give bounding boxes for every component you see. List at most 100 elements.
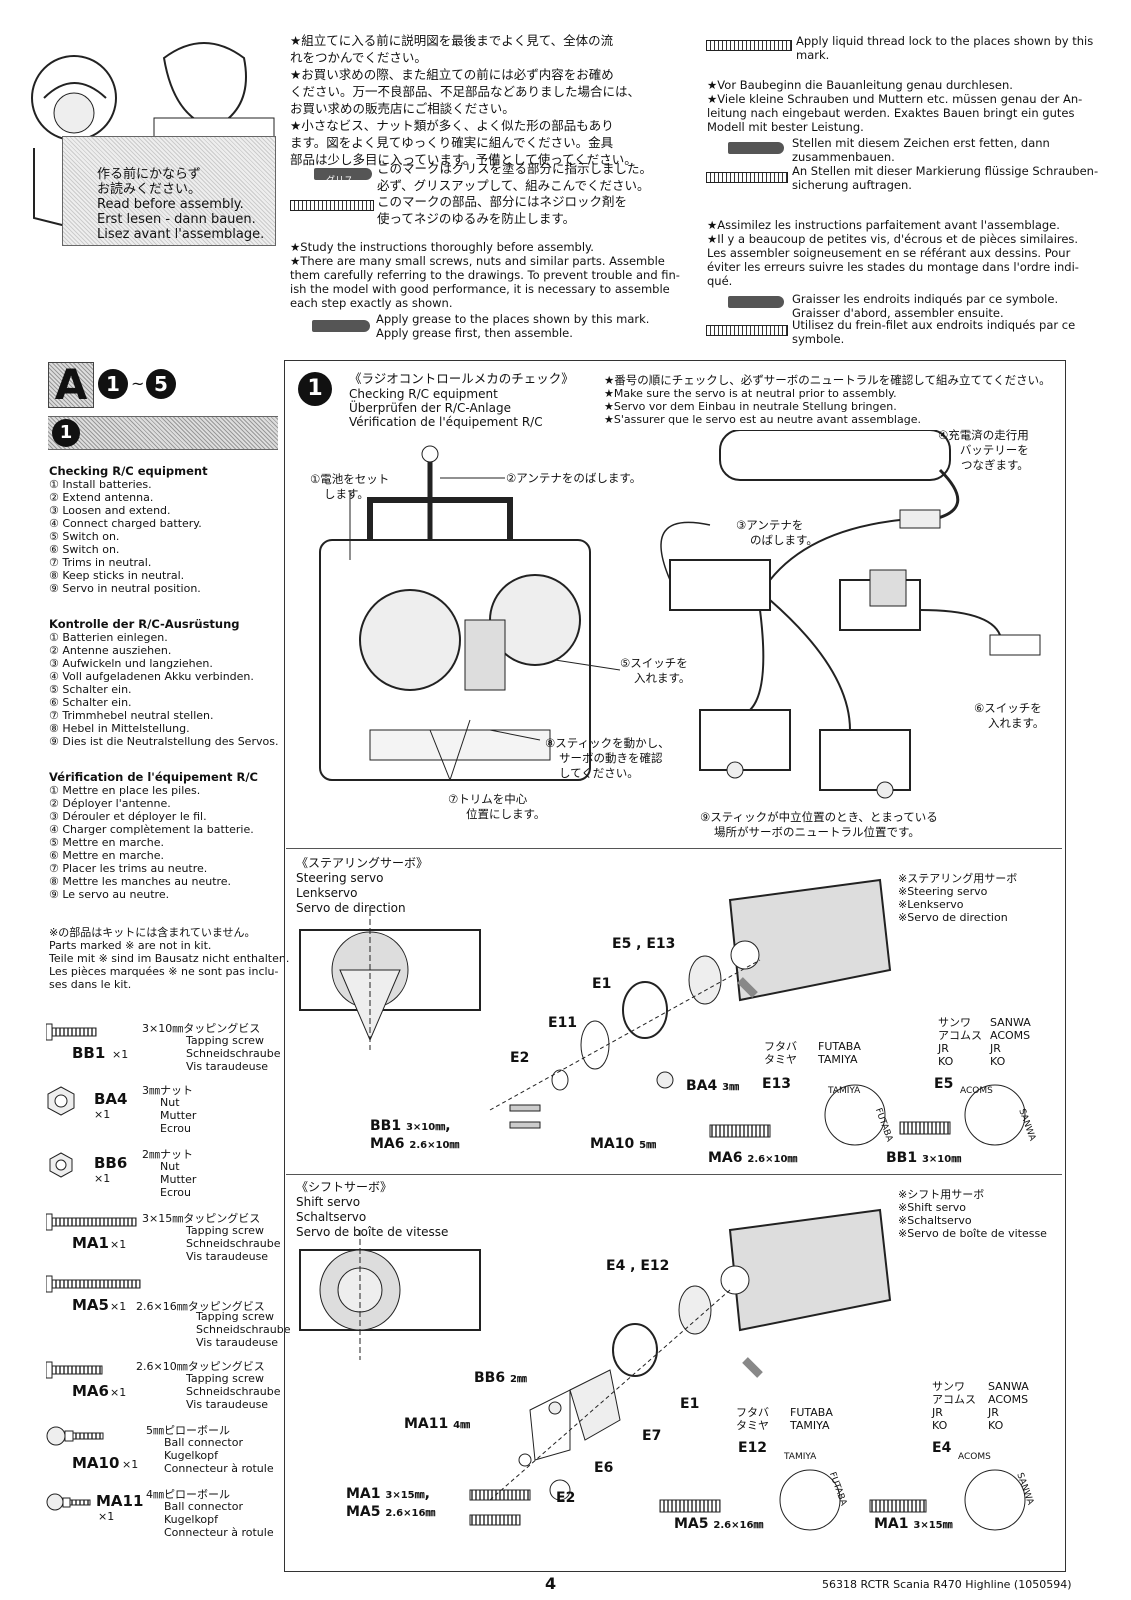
sign-line: Read before assembly. <box>97 197 244 212</box>
steering-servo-diagram <box>299 878 1026 1146</box>
servo-body-drawing <box>728 878 892 1002</box>
list-item: ⑨ Dies ist die Neutralstellung des Servo… <box>49 735 279 748</box>
part-name: Tapping screw <box>196 1310 274 1323</box>
tapping-screw-icon <box>46 1361 103 1379</box>
text-line: éviter les erreurs suivre les stades du … <box>707 260 1079 274</box>
label-e5-e13: E5 , E13 <box>612 936 676 952</box>
list-item: ④ Charger complètement la batterie. <box>49 823 254 836</box>
part-qty: ×1 <box>110 1238 127 1251</box>
part-size: 3×10㎜タッピングビス <box>142 1022 261 1035</box>
text-line: ses dans le kit. <box>49 978 132 991</box>
list-item: ② Extend antenna. <box>49 491 154 504</box>
part-name: Kugelkopf <box>164 1513 219 1526</box>
text-line: Les pièces marquées ※ ne sont pas inclu- <box>49 965 279 978</box>
jp-grease-text: このマークはグリスを塗る部分に指示しました。 必ず、グリスアップして、組みこんで… <box>377 160 652 194</box>
list-item: ⑥ Mettre en marche. <box>49 849 165 862</box>
note-line: ※Shift servo <box>898 1201 966 1214</box>
callout-line: ⑥スイッチを <box>974 701 1042 715</box>
title-en: Checking R/C equipment <box>349 387 498 401</box>
text-line: ※の部品はキットには含まれていません。 <box>49 926 256 939</box>
part-code: MA6 <box>72 1382 109 1400</box>
text-line: ★組立てに入る前に説明図を最後までよく見て、全体の流 <box>290 33 614 48</box>
title-line: Lenkservo <box>296 886 358 900</box>
nut-icon <box>49 1152 73 1178</box>
note-line: ★S'assurer que le servo est au neutre av… <box>604 413 921 426</box>
note-line: ★Servo vor dem Einbau in neutrale Stellu… <box>604 400 897 413</box>
not-in-kit-note: ※の部品はキットには含まれていません。 Parts marked ※ are n… <box>49 926 289 991</box>
intro-de-text: ★Vor Baubeginn die Bauanleitung genau du… <box>707 78 1082 134</box>
text-line: ★Study the instructions thoroughly befor… <box>290 240 594 254</box>
screw-ma5-label: MA5 2.6×16㎜ <box>674 1516 764 1532</box>
text-line: Apply liquid thread lock to the places s… <box>796 34 1094 48</box>
callout-line: つなぎます。 <box>960 458 1029 472</box>
list-item: ④ Connect charged battery. <box>49 517 202 530</box>
page-number: 4 <box>545 1574 557 1593</box>
servo-drawing <box>699 709 791 771</box>
title-line: 《シフトサーボ》 <box>296 1180 393 1194</box>
callout-line: ①電池をセット <box>310 472 390 486</box>
part-name: Schneidschraube <box>186 1237 281 1250</box>
text-line: 使ってネジのゆるみを防止します。 <box>377 211 576 226</box>
part-size: 3㎜ナット <box>142 1084 193 1097</box>
callout-line: サーボの動きを確認 <box>559 751 663 765</box>
part-code: BB6 <box>94 1154 128 1172</box>
jp-lock-text: このマークの部品、部分にはネジロック剤を 使ってネジのゆるみを防止します。 <box>377 193 627 227</box>
label-bb6: BB6 2㎜ <box>474 1370 527 1386</box>
step-number: 1 <box>52 419 80 447</box>
part-name: Vis taraudeuse <box>196 1336 279 1349</box>
part-name: Tapping screw <box>186 1034 264 1047</box>
horn-text: TAMIYA <box>784 1452 817 1462</box>
text-line: ★お買い求めの際、また組立ての前には必ず内容をお確め <box>290 67 614 82</box>
text-line: ください。万一不良部品、不足部品などありました場合には、 <box>290 84 641 99</box>
label-e7: E7 <box>642 1428 662 1444</box>
checking-list-en: Checking R/C equipment ① Install batteri… <box>49 465 208 596</box>
part-name: Ball connector <box>164 1500 243 1513</box>
part-name: Ecrou <box>160 1186 191 1199</box>
note-line: ※Servo de direction <box>898 911 1008 924</box>
horn-text: ACOMS <box>958 1452 991 1462</box>
list-title: Vérification de l'équipement R/C <box>49 770 258 784</box>
text-line: このマークの部品、部分にはネジロック剤を <box>377 194 628 209</box>
part-qty: ×1 <box>98 1510 115 1523</box>
text-line: symbole. <box>792 332 845 346</box>
text-line: leitung nach eingebaut werden. Exaktes B… <box>707 106 1075 120</box>
tapping-screw-icon <box>46 1213 137 1231</box>
fr-lock-text: Utilisez du frein-filet aux endroits ind… <box>792 318 1075 346</box>
text-line: Graisser d'abord, assembler ensuite. <box>792 306 1004 320</box>
grease-tube-icon <box>728 296 784 308</box>
section-tilde: ~ <box>131 374 145 393</box>
threadlock-tube-icon <box>706 172 788 183</box>
text-line: Les assembler soigneusement en se référa… <box>707 246 1071 260</box>
part-name: Mutter <box>160 1173 197 1186</box>
threadlock-tube-icon <box>706 325 788 336</box>
list-item: ⑨ Le servo au neutre. <box>49 888 170 901</box>
part-qty: ×1 <box>94 1108 111 1121</box>
text-line: ★Il y a beaucoup de petites vis, d'écrou… <box>707 232 1079 246</box>
nut-icon <box>47 1086 75 1116</box>
section-step-from: 1 <box>98 369 128 399</box>
section-letter: A <box>48 362 94 408</box>
part-size: 2.6×16㎜タッピングビス <box>136 1300 265 1313</box>
part-qty: ×1 <box>94 1172 111 1185</box>
part-name: Tapping screw <box>186 1372 264 1385</box>
text-line: Parts marked ※ are not in kit. <box>49 939 212 952</box>
list-item: ⑧ Hebel in Mittelstellung. <box>49 722 190 735</box>
text-line: ★小さなビス、ナット類が多く、よく似た形の部品もあり <box>290 118 614 133</box>
list-item: ① Batterien einlegen. <box>49 631 168 644</box>
text-line: お買い求めの販売店にご相談ください。 <box>290 101 515 116</box>
list-item: ⑥ Switch on. <box>49 543 120 556</box>
list-item: ① Mettre en place les piles. <box>49 784 201 797</box>
callout-line: ④充電済の走行用 <box>938 428 1029 442</box>
text-line: ★Assimilez les instructions parfaitement… <box>707 218 1060 232</box>
sign-line: Erst lesen - dann bauen. <box>97 212 256 227</box>
note-line: ★番号の順にチェックし、必ずサーボのニュートラルを確認して組み立ててください。 <box>604 373 1051 387</box>
text-line: Teile mit ※ sind im Bausatz nicht enthal… <box>49 952 290 965</box>
note-line: ※ステアリング用サーボ <box>898 872 1018 885</box>
part-name: Vis taraudeuse <box>186 1250 269 1263</box>
note-line: ★Make sure the servo is at neutral prior… <box>604 387 897 400</box>
part-qty: ×1 <box>112 1048 129 1061</box>
